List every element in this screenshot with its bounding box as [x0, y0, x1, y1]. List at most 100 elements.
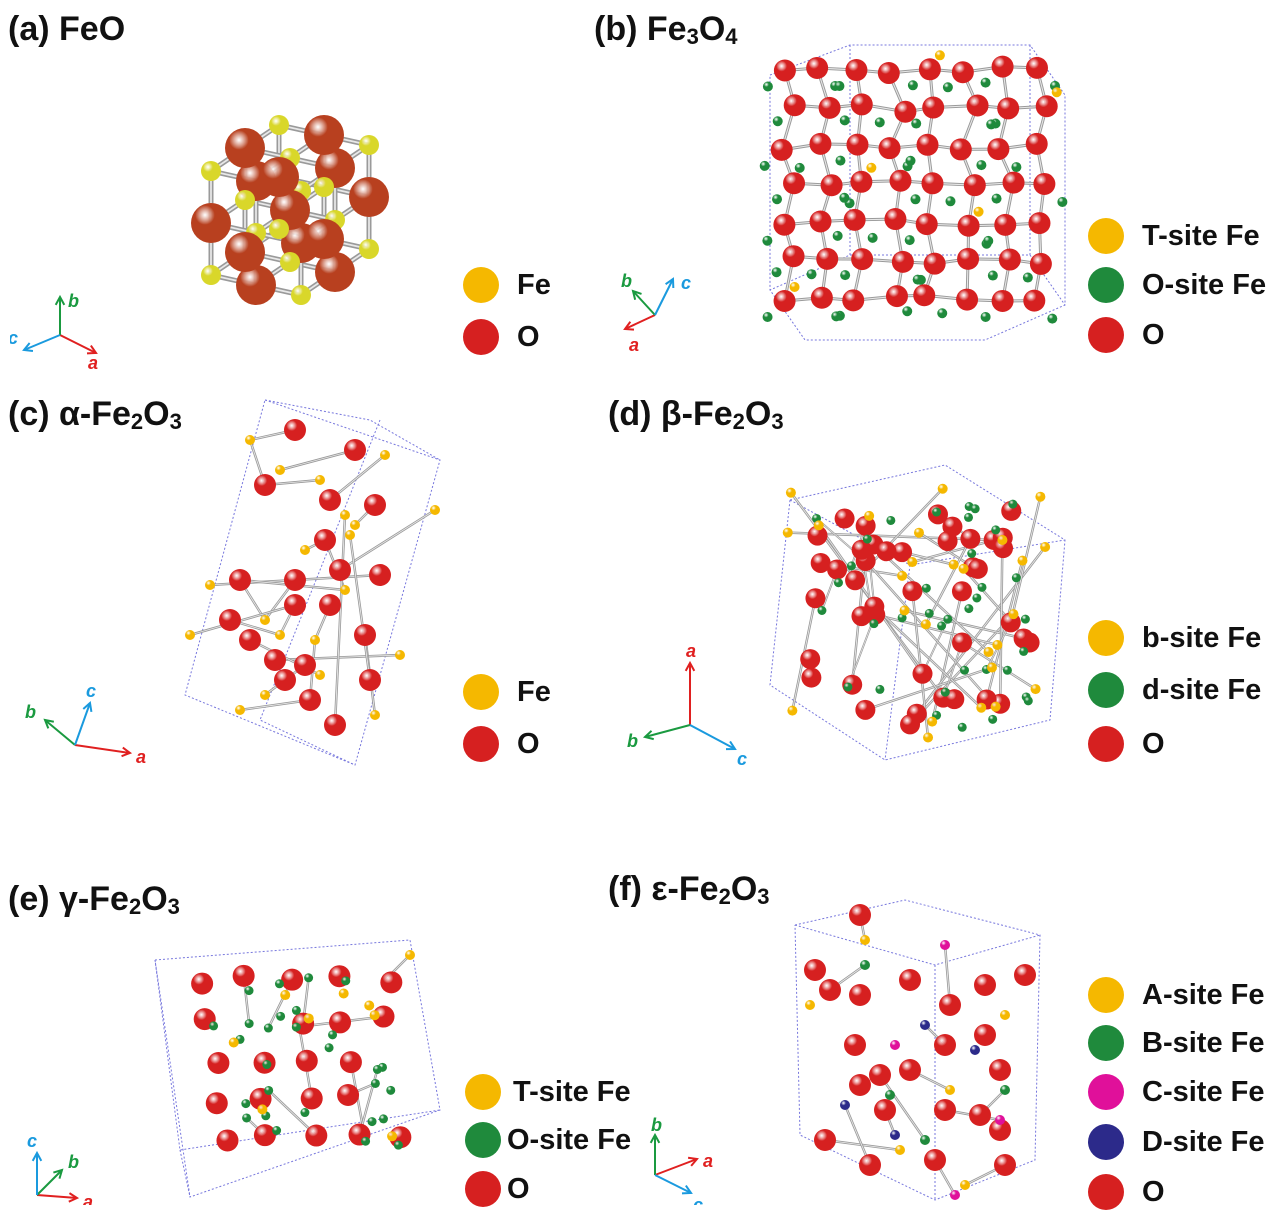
epsilon-fe2o3-crystal-structure [785, 895, 1050, 1205]
b-site-iron-atom [992, 640, 1002, 650]
axis-a-arrow [37, 1195, 77, 1198]
d-site-iron-atom [991, 525, 1000, 534]
oxygen-atom [827, 560, 847, 580]
gamma-fe2o3-crystal-structure [150, 935, 460, 1200]
oxygen-atom [849, 904, 871, 926]
d-site-iron-atom [834, 578, 843, 587]
oxygen-atom [1026, 57, 1048, 79]
legend-label: Fe [517, 676, 551, 709]
o-site-iron-atom [910, 194, 920, 204]
oxygen-atom [274, 669, 296, 691]
t-site-iron-atom [790, 282, 800, 292]
d-site-iron-atom [1003, 666, 1012, 675]
axis-c-label: c [86, 681, 96, 701]
o-site-iron-atom [772, 194, 782, 204]
d-site-iron-atom [922, 584, 931, 593]
t-site-iron-atom [935, 50, 945, 60]
oxygen-atom [810, 211, 832, 233]
o-site-iron-atom [264, 1086, 273, 1095]
oxygen-atom [934, 1099, 956, 1121]
oxygen-atom [956, 289, 978, 311]
oxygen-atom [1036, 95, 1058, 117]
panel-e-axis-triad: abc [15, 1130, 115, 1205]
oxygen-atom [992, 56, 1014, 78]
iron-atom [201, 265, 221, 285]
o-site-iron-atom [368, 1117, 377, 1126]
oxygen-atom [819, 979, 841, 1001]
o-site-iron-atom [763, 312, 773, 322]
axis-a-label: a [629, 335, 639, 355]
o-site-iron-atom [292, 1006, 301, 1015]
c-site-iron-atom [995, 1115, 1005, 1125]
oxygen-atom [850, 171, 872, 193]
oxygen-atom [344, 439, 366, 461]
oxygen-atom [964, 174, 986, 196]
a-site-iron-atom [895, 1145, 905, 1155]
a-site-iron-atom [805, 1000, 815, 1010]
o-site-iron-atom [772, 267, 782, 277]
oxygen-atom [845, 59, 867, 81]
b-site-iron-atom [1017, 556, 1027, 566]
iron-atom [350, 520, 360, 530]
a-site-iron-atom [860, 935, 870, 945]
panel-a-axis-triad: abc [10, 290, 110, 380]
panel-f-axis-triad: abc [635, 1110, 725, 1205]
iron-atom [300, 545, 310, 555]
axis-c-arrow [690, 725, 735, 749]
b-site-iron-atom [920, 1135, 930, 1145]
oxygen-atom [952, 61, 974, 83]
oxygen-atom [774, 59, 796, 81]
o-site-iron-atom [262, 1060, 271, 1069]
iron-atom [340, 510, 350, 520]
oxygen-atom [924, 1149, 946, 1171]
oxygen-atom [842, 289, 864, 311]
axis-c-arrow [24, 335, 60, 350]
oxygen-atom [296, 1050, 318, 1072]
b-site-iron-atom [900, 606, 910, 616]
oxygen-atom [969, 1104, 991, 1126]
t-site-iron-atom [257, 1104, 267, 1114]
oxygen-atom [1003, 172, 1025, 194]
oxygen-atom [913, 284, 935, 306]
d-site-iron-atom [943, 615, 952, 624]
o-site-iron-atom [840, 115, 850, 125]
d-site-iron-atom [843, 682, 852, 691]
oxygen-atom [899, 969, 921, 991]
iron-atom [269, 115, 289, 135]
o-site-iron-atom [245, 986, 254, 995]
panel-d-label: (d) [608, 395, 651, 433]
iron-atom [275, 465, 285, 475]
legend-label: O [507, 1173, 530, 1206]
oxygen-atom [284, 569, 306, 591]
d-site-iron-atom [964, 513, 973, 522]
axis-c-arrow [655, 1175, 691, 1193]
o-site-iron-atom [209, 1021, 218, 1030]
b-site-iron-atom [959, 564, 969, 574]
oxygen-atom [957, 248, 979, 270]
oxygen-atom [216, 1129, 238, 1151]
axis-a-label: a [83, 1192, 93, 1205]
feo-crystal-structure [140, 40, 460, 360]
o-legend-dot [465, 1171, 501, 1207]
iron-atom [185, 630, 195, 640]
panel-a-title: (a) FeO [8, 10, 125, 49]
oxygen-atom [783, 245, 805, 267]
legend-item: T-site Fe [1088, 216, 1260, 256]
o-site-iron-atom [981, 78, 991, 88]
o-site-iron-atom [341, 976, 350, 985]
c-site-iron-atom [950, 1190, 960, 1200]
o-legend-dot [463, 319, 499, 355]
oxygen-atom [805, 588, 825, 608]
oxygen-atom [191, 973, 213, 995]
oxygen-atom [219, 609, 241, 631]
oxygen-atom [1026, 133, 1048, 155]
oxygen-atom [859, 1154, 881, 1176]
oxygen-atom [819, 97, 841, 119]
oxygen-atom [938, 531, 958, 551]
o-legend-dot [463, 726, 499, 762]
oxygen-atom [284, 419, 306, 441]
oxygen-atom [934, 1034, 956, 1056]
oxygen-atom [821, 174, 843, 196]
legend-item: Fe [463, 265, 551, 305]
legend-item: T-site Fe [465, 1072, 631, 1112]
